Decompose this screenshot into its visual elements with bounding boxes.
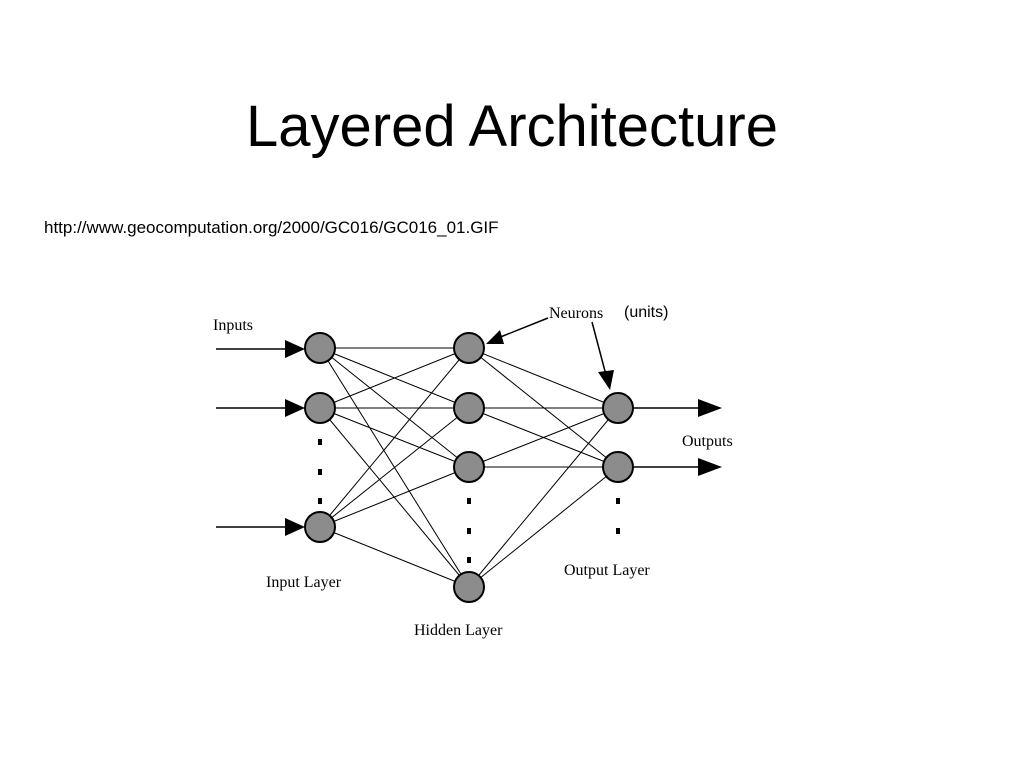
neurons-callout-arrows bbox=[486, 317, 614, 390]
input-arrowhead bbox=[285, 399, 305, 417]
hidden-output-connections bbox=[468, 347, 619, 588]
connection bbox=[468, 407, 619, 588]
input-neuron bbox=[304, 332, 336, 364]
slide-title: Layered Architecture bbox=[246, 94, 778, 159]
ellipsis-dot bbox=[616, 498, 620, 504]
connection bbox=[468, 466, 619, 588]
input-arrowhead bbox=[285, 518, 305, 536]
input-neuron bbox=[304, 392, 336, 424]
input-hidden-connections bbox=[319, 347, 470, 588]
hidden-neuron bbox=[453, 392, 485, 424]
output-arrowhead bbox=[698, 458, 722, 476]
connection bbox=[319, 466, 470, 528]
units-note: (units) bbox=[624, 304, 669, 321]
ellipsis-dot bbox=[467, 557, 471, 563]
callout-arrow-output bbox=[591, 321, 607, 376]
callout-arrow-hidden bbox=[497, 317, 549, 339]
hidden-neuron bbox=[453, 451, 485, 483]
connection bbox=[319, 347, 470, 528]
callout-arrowhead bbox=[486, 330, 504, 344]
ellipsis-dot bbox=[616, 528, 620, 534]
outputs-label: Outputs bbox=[682, 433, 733, 450]
connection bbox=[319, 407, 470, 528]
ellipsis-dot bbox=[318, 498, 322, 504]
connection bbox=[319, 347, 470, 409]
ellipsis-dot bbox=[318, 469, 322, 475]
input-neuron bbox=[304, 511, 336, 543]
connection bbox=[468, 347, 619, 409]
input-layer-label: Input Layer bbox=[266, 574, 342, 591]
ellipsis-dot bbox=[467, 528, 471, 534]
hidden-neuron bbox=[453, 332, 485, 364]
output-arrows bbox=[634, 399, 722, 476]
output-layer bbox=[602, 392, 634, 534]
input-layer bbox=[304, 332, 336, 543]
connection bbox=[468, 407, 619, 468]
neurons-label: Neurons bbox=[549, 305, 603, 322]
output-neuron bbox=[602, 392, 634, 424]
output-arrowhead bbox=[698, 399, 722, 417]
connection bbox=[319, 526, 470, 588]
inputs-label: Inputs bbox=[213, 317, 253, 334]
hidden-neuron bbox=[453, 571, 485, 603]
ellipsis-dot bbox=[318, 439, 322, 445]
input-arrowhead bbox=[285, 340, 305, 358]
source-url: http://www.geocomputation.org/2000/GC016… bbox=[44, 218, 499, 237]
hidden-layer bbox=[453, 332, 485, 603]
ellipsis-dot bbox=[467, 498, 471, 504]
callout-arrowhead bbox=[598, 370, 614, 390]
input-arrows bbox=[216, 340, 305, 536]
output-layer-label: Output Layer bbox=[564, 562, 650, 579]
hidden-layer-label: Hidden Layer bbox=[414, 622, 503, 639]
output-neuron bbox=[602, 451, 634, 483]
